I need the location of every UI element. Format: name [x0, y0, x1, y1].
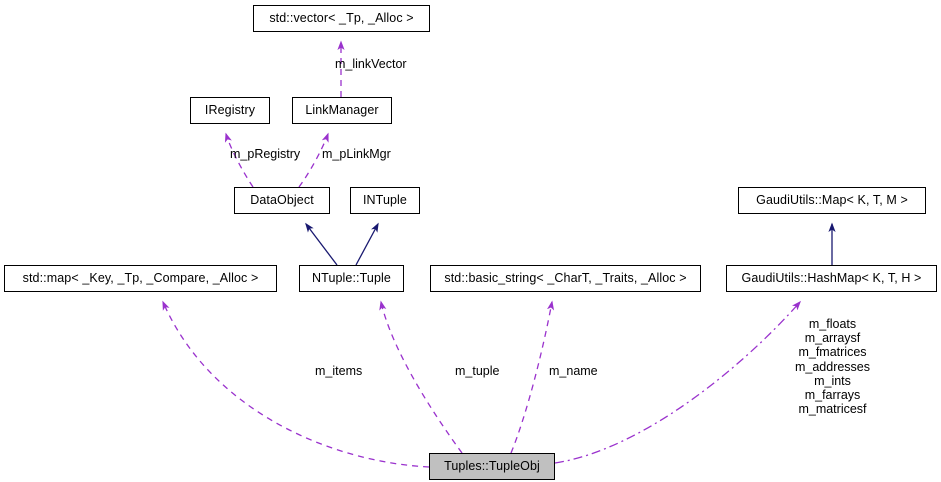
class-node-dataobject[interactable]: DataObject: [234, 187, 330, 214]
class-node-label: std::basic_string< _CharT, _Traits, _All…: [444, 271, 687, 286]
edge-label-m-linkvector: m_linkVector: [335, 57, 407, 71]
class-node-intuple[interactable]: INTuple: [350, 187, 420, 214]
edge-m-tuple: [379, 300, 463, 454]
class-node-iregistry[interactable]: IRegistry: [190, 97, 270, 124]
class-node-gaudiutils-hashmap[interactable]: GaudiUtils::HashMap< K, T, H >: [726, 265, 937, 292]
class-node-label: GaudiUtils::HashMap< K, T, H >: [741, 271, 922, 286]
edge-inherit-dataobject: [305, 222, 338, 266]
class-node-std-vector[interactable]: std::vector< _Tp, _Alloc >: [253, 5, 430, 32]
edge-inherit-intuple: [355, 222, 379, 266]
class-node-label: IRegistry: [204, 103, 256, 118]
class-node-std-basic-string[interactable]: std::basic_string< _CharT, _Traits, _All…: [430, 265, 701, 292]
class-node-label: GaudiUtils::Map< K, T, M >: [756, 193, 908, 208]
class-node-gaudiutils-map[interactable]: GaudiUtils::Map< K, T, M >: [738, 187, 926, 214]
class-node-tuples-tupleobj[interactable]: Tuples::TupleObj: [429, 453, 555, 480]
edge-label-m-plinkmgr: m_pLinkMgr: [322, 147, 391, 161]
edge-label-m-pregistry: m_pRegistry: [230, 147, 301, 161]
class-node-label: Tuples::TupleObj: [444, 459, 540, 474]
class-node-label: DataObject: [250, 193, 314, 208]
class-node-label: LinkManager: [305, 103, 379, 118]
class-node-label: INTuple: [362, 193, 407, 208]
edge-label-m-items: m_items: [315, 364, 363, 378]
edge-label-m-tuple: m_tuple: [455, 364, 500, 378]
edge-label-m-hashmap-fields: m_floats m_arraysf m_fmatrices m_address…: [794, 317, 871, 417]
class-node-label: std::map< _Key, _Tp, _Compare, _Alloc >: [22, 271, 259, 286]
class-node-label: NTuple::Tuple: [312, 271, 391, 286]
class-node-std-map[interactable]: std::map< _Key, _Tp, _Compare, _Alloc >: [4, 265, 277, 292]
edge-label-m-name: m_name: [549, 364, 598, 378]
class-node-ntuple-tuple[interactable]: NTuple::Tuple: [299, 265, 404, 292]
edge-m-name: [510, 300, 555, 454]
class-node-label: std::vector< _Tp, _Alloc >: [269, 11, 414, 26]
edge-m-items: [162, 300, 430, 468]
class-node-linkmanager[interactable]: LinkManager: [292, 97, 392, 124]
